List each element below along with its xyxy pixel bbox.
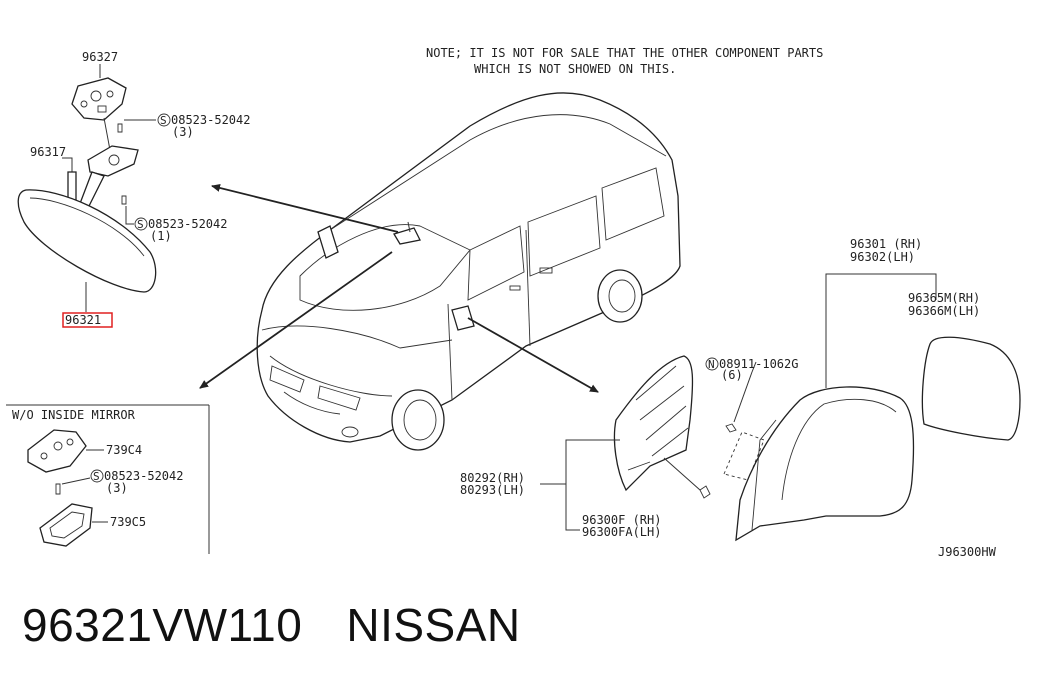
inset-screw-code: 08523-52042 (104, 469, 183, 483)
cover-739C4[interactable] (27, 429, 87, 473)
nut-code: 08911-1062G (719, 357, 798, 371)
footer-title: 96321VW110 NISSAN (22, 598, 521, 652)
screw-code-1: 08523-52042 (171, 113, 250, 127)
inside-mirror-96321[interactable] (17, 189, 157, 293)
screw-qty-1: (3) (172, 125, 194, 139)
screw-symbol-1 (157, 113, 171, 127)
highlight-96321 (62, 312, 113, 328)
mirror-bracket (87, 145, 139, 177)
screw-qty-2: (1) (150, 229, 172, 243)
cover-739C5[interactable] (39, 503, 93, 547)
door-mirror-96301[interactable] (735, 386, 915, 542)
label-96317: 96317 (30, 145, 66, 159)
arrow-to-inset (199, 251, 393, 389)
inset-screw-s: S (93, 470, 100, 483)
footer-part-number: 96321VW110 (22, 599, 303, 651)
mirror-glass-96365M[interactable] (921, 336, 1021, 441)
inset-screw-qty: (3) (106, 481, 128, 495)
screw-s-1: S (160, 114, 167, 127)
inset-no-inside-mirror: W/O INSIDE MIRROR 739C4 S 08523-52042 (3… (6, 404, 210, 554)
label-96366M: 96366M(LH) (908, 304, 980, 318)
inset-title: W/O INSIDE MIRROR (12, 408, 136, 422)
outside-mirror-group: N 08911-1062G (6) 80292(RH) 80293(LH) 96… (460, 237, 1021, 542)
label-80293: 80293(LH) (460, 483, 525, 497)
label-80292: 80292(RH) (460, 471, 525, 485)
note-line-2: WHICH IS NOT SHOWED ON THIS. (474, 62, 676, 76)
mirror-cover-80292[interactable] (613, 355, 694, 492)
label-96301: 96301 (RH) (850, 237, 922, 251)
arrow-to-inside-mirror (211, 184, 399, 233)
inset-screw-symbol (90, 469, 104, 483)
nut-symbol (705, 357, 719, 371)
nut-qty: (6) (721, 368, 743, 382)
screw-symbol-2 (134, 217, 148, 231)
inside-mirror-group: 96327 S 08523-52042 (3) 96317 S 08523-52… (17, 50, 250, 328)
van-illustration (256, 92, 681, 451)
screw-s-2: S (137, 218, 144, 231)
label-96327: 96327 (82, 50, 118, 64)
label-739C5: 739C5 (110, 515, 146, 529)
label-96321: 96321 (65, 313, 101, 327)
label-96365M: 96365M(RH) (908, 291, 980, 305)
diagram-code: J96300HW (938, 545, 997, 559)
arrow-to-outside-mirror (467, 317, 599, 393)
label-96300FA: 96300FA(LH) (582, 525, 661, 539)
screw-code-2: 08523-52042 (148, 217, 227, 231)
label-96302: 96302(LH) (850, 250, 915, 264)
label-739C4: 739C4 (106, 443, 142, 457)
mirror-cover-96327 (71, 77, 127, 121)
footer-brand: NISSAN (346, 599, 521, 651)
mirror-stem-96317 (67, 171, 77, 201)
label-96300F: 96300F (RH) (582, 513, 661, 527)
nut-n: N (708, 358, 715, 371)
note-line-1: NOTE; IT IS NOT FOR SALE THAT THE OTHER … (426, 46, 823, 60)
